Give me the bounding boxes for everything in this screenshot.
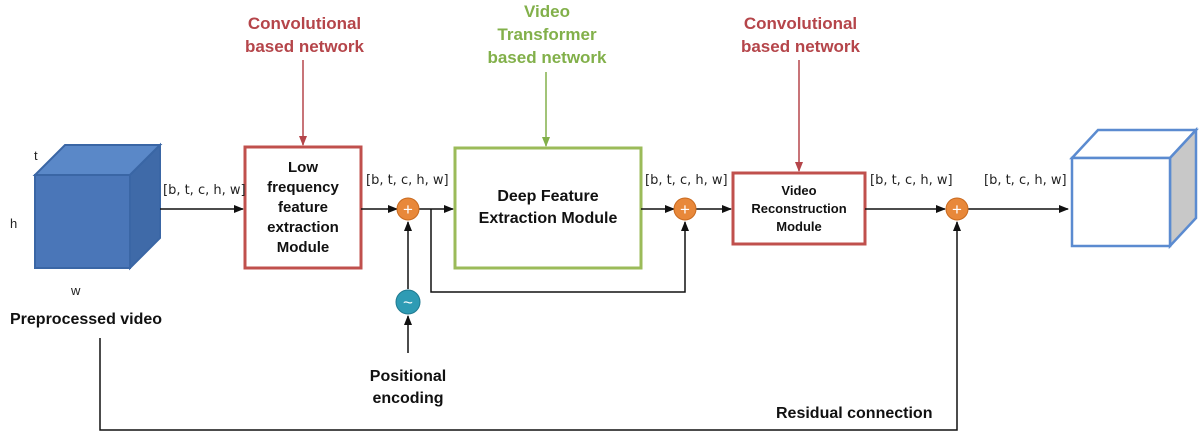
low-freq-line4: extraction [267, 218, 339, 236]
annotation-transformer: Video Transformer based network [472, 0, 622, 69]
axis-label-t: t [34, 148, 38, 163]
low-frequency-module-box [243, 145, 363, 270]
video-reconstruction-module-label: Video Reconstruction Module [735, 175, 863, 242]
adder-1: + [396, 197, 420, 221]
video-recon-line2: Reconstruction [751, 200, 847, 216]
adder-2-plus-icon: + [680, 200, 690, 219]
input-video-cube [32, 142, 163, 271]
video-reconstruction-module-box [731, 171, 867, 246]
skip-connection-deep-feature [430, 209, 689, 293]
positional-encoding-line2: encoding [372, 390, 444, 407]
annotation-transformer-line3: based network [487, 48, 607, 67]
axis-label-w: w [71, 283, 81, 298]
annotation-conv-right-line2: based network [740, 37, 861, 56]
positional-encoding-line1: Positional [369, 368, 447, 385]
annotation-conv-left-line1: Convolutional [247, 14, 362, 33]
residual-connection-line [99, 221, 961, 431]
shape-label-3: [b, t, c, h, w] [645, 173, 728, 188]
annotation-conv-left-line2: based network [244, 37, 365, 56]
adder-2: + [673, 197, 697, 221]
residual-connection-label: Residual connection [776, 405, 933, 422]
positional-encoding-node: ~ [395, 289, 421, 315]
tilde-icon: ~ [403, 293, 413, 312]
deep-feature-line2: Extraction Module [478, 210, 618, 227]
adder-1-plus-icon: + [403, 200, 413, 219]
low-freq-line1: Low [288, 158, 318, 176]
annotation-transformer-line1: Video [524, 2, 570, 21]
shape-label-1: [b, t, c, h, w] [163, 183, 246, 198]
low-freq-line3: feature [277, 198, 329, 216]
deep-feature-module-box [453, 146, 643, 270]
annotation-conv-left: Convolutional based network [232, 12, 377, 58]
low-frequency-module-label: Low frequency feature extraction Module [247, 149, 359, 266]
positional-encoding-label: Positional encoding [350, 366, 466, 410]
deep-feature-module-label: Deep Feature Extraction Module [457, 150, 639, 266]
video-recon-line3: Module [776, 218, 822, 234]
annotation-transformer-line2: Transformer [497, 25, 597, 44]
low-freq-line5: Module [276, 238, 330, 256]
shape-label-4: [b, t, c, h, w] [870, 173, 953, 188]
adder-3: + [945, 197, 969, 221]
axis-label-h: h [10, 216, 18, 231]
shape-label-5: [b, t, c, h, w] [984, 173, 1067, 188]
video-recon-line1: Video [781, 182, 817, 198]
input-caption: Preprocessed video [10, 311, 163, 328]
annotation-conv-right: Convolutional based network [728, 12, 873, 58]
annotation-conv-right-line1: Convolutional [743, 14, 858, 33]
output-video-cube [1069, 126, 1199, 250]
deep-feature-line1: Deep Feature [497, 188, 599, 205]
adder-3-plus-icon: + [952, 200, 962, 219]
low-freq-line2: frequency [267, 178, 339, 196]
shape-label-2: [b, t, c, h, w] [366, 173, 449, 188]
